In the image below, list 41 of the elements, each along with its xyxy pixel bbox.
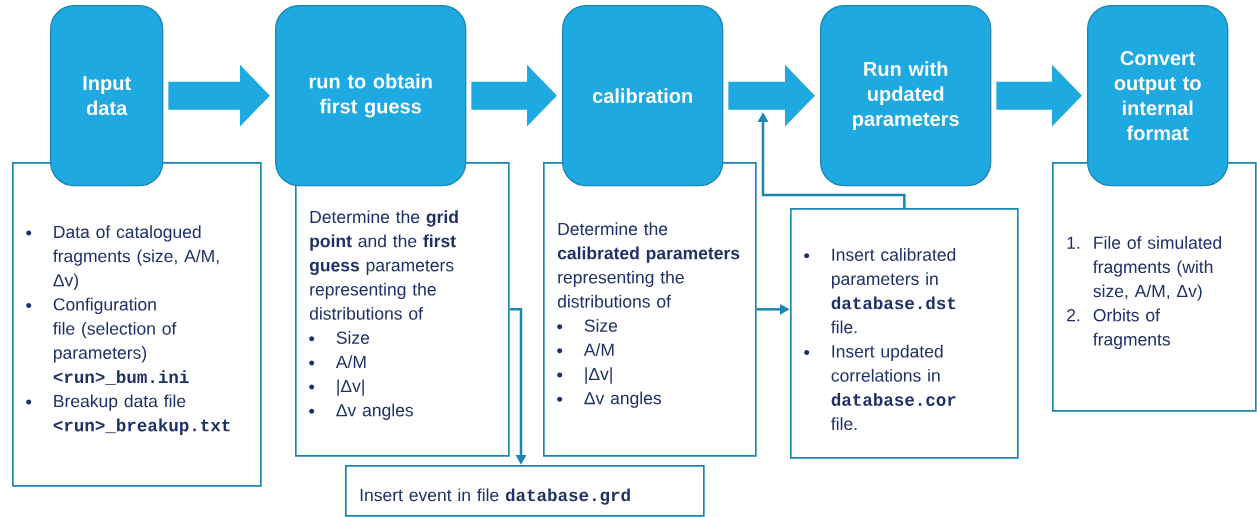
list-item: Orbits of fragments (1093, 308, 1170, 350)
description-box (1052, 162, 1257, 412)
description-text: file. (831, 320, 857, 334)
item-number: 2. (1067, 309, 1080, 322)
description-box (345, 465, 705, 517)
file-name: database.grd (505, 488, 630, 505)
list-item: Configuration file (selection of parameters) (53, 297, 177, 363)
step-label: Input data (83, 76, 131, 116)
file-name: database.cor (831, 393, 956, 406)
description-box (543, 162, 757, 457)
item-number: 1. (1067, 236, 1080, 249)
file-name: <run>_bum.ini (53, 370, 189, 385)
file-name: database.dst (831, 296, 956, 310)
list-item: |Δv| (585, 367, 612, 384)
step-label: Convert output to internal format (1114, 51, 1201, 141)
step-box (50, 5, 164, 187)
description-text: Determine the grid point and the first guess parameters representing the distributions of (309, 210, 458, 320)
description-box (12, 162, 262, 487)
step-label: Run with updated parameters (853, 61, 959, 130)
step-box (1087, 5, 1229, 187)
list-item: File of simulated fragments (with size, A/M, Δv) (1093, 236, 1222, 301)
step-box (820, 5, 992, 187)
step-label: run to obtain first guess (309, 73, 432, 118)
step-label: calibration (592, 88, 692, 103)
list-item: A/M (335, 355, 366, 369)
description-text: file. (831, 417, 857, 431)
step-box (562, 5, 724, 187)
list-item: Breakup data file (54, 394, 186, 411)
description-box (295, 162, 510, 457)
file-name: <run>_breakup.txt (53, 418, 230, 435)
list-item: |Δv| (337, 379, 364, 396)
list-item: Size (584, 319, 618, 332)
list-item: Δv angles (584, 391, 661, 408)
list-item: Data of catalogued fragments (size, A/M, Δv) (53, 225, 219, 290)
list-item: A/M (583, 343, 614, 356)
step-box (275, 5, 467, 187)
description-text: Insert event in file (360, 488, 499, 502)
description-text: Determine the calibrated parameters representing the distributions of (557, 222, 740, 308)
list-item: Δv angles (336, 403, 413, 420)
list-item: Size (336, 331, 370, 344)
description-box (790, 208, 1019, 459)
